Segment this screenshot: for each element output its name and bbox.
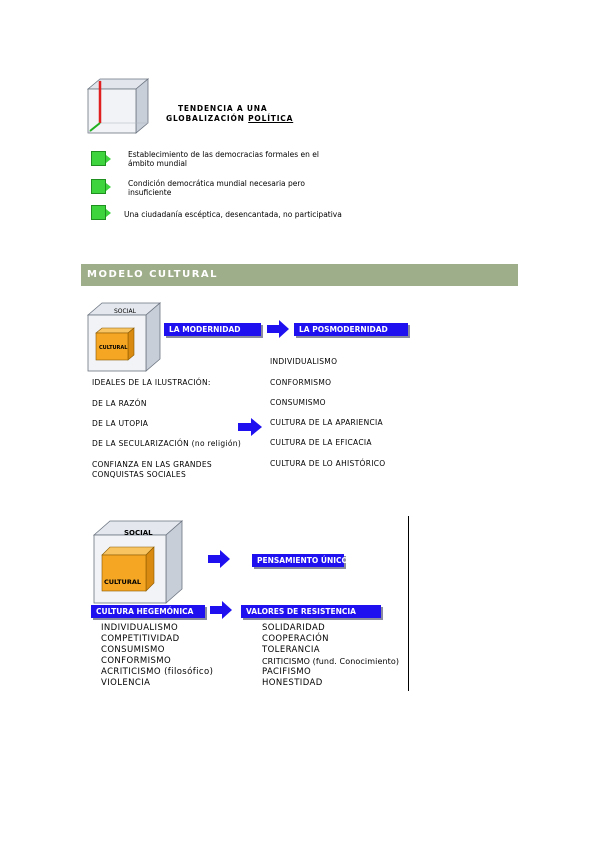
globalizacion-title-line1: TENDENCIA A UNA xyxy=(178,104,268,113)
box-outer-label: SOCIAL xyxy=(114,308,136,315)
globalizacion-item-2: Condición democrática mundial necesaria … xyxy=(128,179,305,197)
label-posmodernidad: LA POSMODERNIDAD xyxy=(294,323,408,336)
arrow-right-icon xyxy=(210,601,232,619)
list-item: CULTURA DE LA EFICACIA xyxy=(270,438,372,447)
list-item: CONSUMISMO xyxy=(270,398,326,407)
list-item: CULTURA DE LA APARIENCIA xyxy=(270,418,383,427)
list-item: DE LA SECULARIZACIÓN (no religión) xyxy=(92,439,242,448)
green-bullet-icon xyxy=(91,205,106,220)
list-item: CULTURA DE LO AHISTÓRICO xyxy=(270,459,386,468)
list-item: CONSUMISMO xyxy=(101,645,165,655)
green-bullet-tip-icon xyxy=(106,155,111,163)
list-item: VIOLENCIA xyxy=(101,678,151,688)
list-item: INDIVIDUALISMO xyxy=(270,357,338,366)
label-pensamiento-unico: PENSAMIENTO ÚNICO xyxy=(252,554,348,567)
globalizacion-item-1: Establecimiento de las democracias forma… xyxy=(128,150,319,168)
list-item: PACIFISMO xyxy=(262,667,312,677)
list-item: COOPERACIÓN xyxy=(262,634,329,644)
globalizacion-title-emph: POLÍTICA xyxy=(248,114,294,123)
label-cultura-hegemonica: CULTURA HEGEMÓNICA xyxy=(91,605,205,618)
list-item: SOLIDARIDAD xyxy=(262,623,326,633)
list-item: DE LA UTOPIA xyxy=(92,419,149,428)
box-outer-label: SOCIAL xyxy=(124,529,153,537)
green-bullet-tip-icon xyxy=(106,209,111,217)
list-item: ACRITICISMO (filosófico) xyxy=(101,667,214,677)
list-item: CONQUISTAS SOCIALES xyxy=(92,470,187,479)
list-item: HONESTIDAD xyxy=(262,678,323,688)
box-inner-label: CULTURAL xyxy=(104,578,142,586)
list-item: CONFORMISMO xyxy=(101,656,172,666)
green-bullet-tip-icon xyxy=(106,183,111,191)
arrow-right-icon xyxy=(267,320,289,338)
list-item: INDIVIDUALISMO xyxy=(101,623,179,633)
list-item: COMPETITIVIDAD xyxy=(101,634,180,644)
label-valores-resistencia: VALORES DE RESISTENCIA xyxy=(241,605,381,618)
social-cube-icon xyxy=(86,302,162,372)
cube-icon xyxy=(86,78,150,134)
arrow-right-icon xyxy=(208,550,230,568)
section-title: MODELO CULTURAL xyxy=(81,264,518,286)
arrow-right-icon xyxy=(238,418,262,436)
globalizacion-title-prefix: GLOBALIZACIÓN xyxy=(166,114,249,123)
green-bullet-icon xyxy=(91,151,106,166)
label-modernidad: LA MODERNIDAD xyxy=(164,323,261,336)
list-item: IDEALES DE LA ILUSTRACIÓN: xyxy=(92,378,211,387)
list-item: CONFORMISMO xyxy=(270,378,332,387)
box-inner-label: CULTURAL xyxy=(99,345,128,351)
vertical-divider xyxy=(408,516,409,691)
list-item: TOLERANCIA xyxy=(262,645,320,655)
globalizacion-item-3: Una ciudadanía escéptica, desencantada, … xyxy=(124,210,342,219)
list-item: DE LA RAZÓN xyxy=(92,399,147,408)
list-item: CONFIANZA EN LAS GRANDES xyxy=(92,460,212,469)
list-item: CRITICISMO (fund. Conocimiento) xyxy=(262,657,400,666)
globalizacion-title-line2: GLOBALIZACIÓN POLÍTICA xyxy=(166,114,293,123)
green-bullet-icon xyxy=(91,179,106,194)
social-cube-icon xyxy=(92,520,184,604)
